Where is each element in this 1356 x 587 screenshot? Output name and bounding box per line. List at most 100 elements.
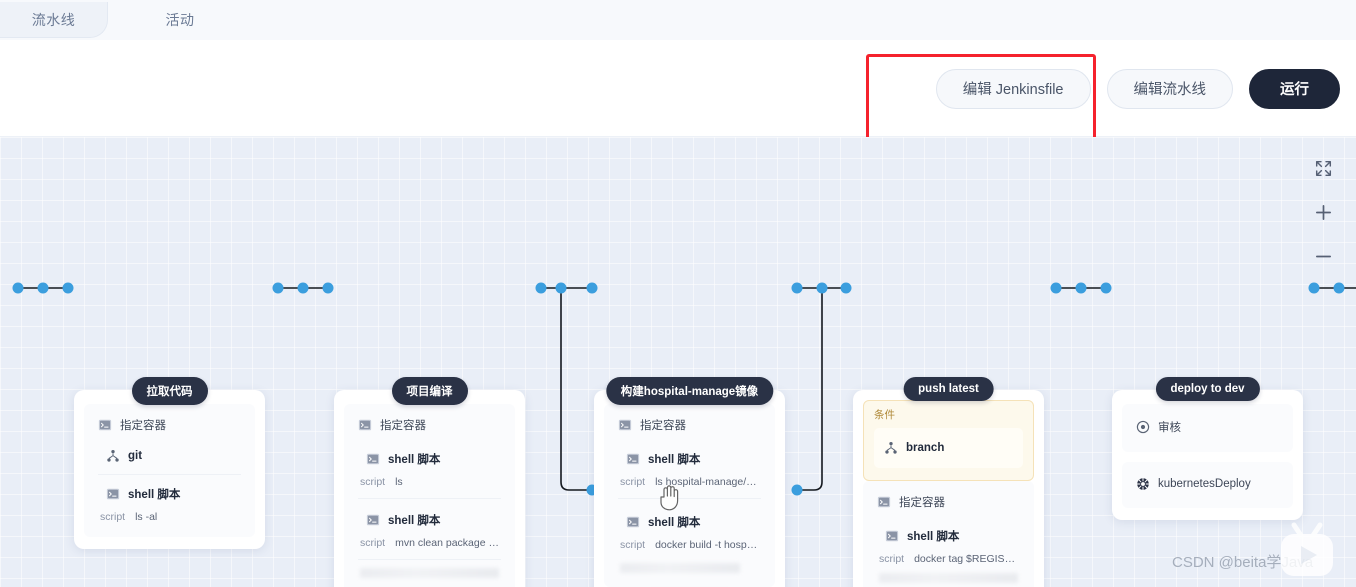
stage-pull-code[interactable]: 拉取代码 指定容器 [74,377,265,549]
divider [358,559,501,560]
watermark-logo-icon [1281,522,1333,576]
step-label: 指定容器 [380,420,426,432]
step-shell-script[interactable]: shell 脚本 [356,448,503,470]
edit-pipeline-label: 编辑流水线 [1133,82,1207,98]
script-key: script [360,537,386,549]
action-bar-buttons: 编辑 Jenkinsfile 编辑流水线 运行 [935,40,1340,137]
step-label: 指定容器 [640,420,686,432]
step-shell-script[interactable]: shell 脚本 [875,525,1022,547]
step-label: git [128,450,143,462]
stage-build-hospital-manage-image[interactable]: 构建hospital-manage镜像 指定容器 [594,377,785,587]
edit-pipeline-button[interactable]: 编辑流水线 [1106,68,1233,109]
zoom-out-icon[interactable] [1312,245,1334,267]
step-label: 指定容器 [120,420,166,432]
terminal-icon [366,514,380,526]
connector-entry [12,282,74,294]
step-shell-script[interactable]: shell 脚本 [356,509,503,531]
terminal-icon [366,453,380,465]
step-specify-container[interactable]: 指定容器 [616,414,763,436]
step-group: 审核 kubernetesDeploy [1122,462,1293,508]
step-label: 指定容器 [899,497,945,509]
divider [358,498,501,499]
step-git[interactable]: git [96,446,243,466]
step-label: branch [906,442,945,454]
canvas-zoom-controls [1312,157,1334,267]
git-icon [885,441,897,454]
connector-exit [1308,282,1356,294]
terminal-icon [626,453,640,465]
stage-deploy-to-dev[interactable]: deploy to dev 审核 [1112,377,1303,520]
grab-cursor-icon [660,485,679,511]
step-group: 指定容器 git [84,404,255,537]
step-label: shell 脚本 [648,454,701,466]
step-specify-container[interactable]: 指定容器 [96,414,243,436]
stage-card[interactable]: 指定容器 git [74,390,265,549]
tab-pipeline[interactable]: 流水线 [0,2,108,38]
step-group: 指定容器 shell 脚本 script docker tag $REGISTR… [863,481,1034,587]
step-shell-script[interactable]: shell 脚本 [96,483,243,505]
step-shell-script[interactable]: shell 脚本 [616,448,763,470]
script-value: mvn clean package -Dmav... [395,537,499,549]
redacted-text [620,563,740,573]
step-group: 指定容器 shell 脚本 script ls hospital-manage/… [604,404,775,587]
step-label: kubernetesDeploy [1158,478,1251,490]
divider [98,474,241,475]
stage-card[interactable]: 审核 审核 kubernetes [1112,390,1303,520]
edit-jenkinsfile-button[interactable]: 编辑 Jenkinsfile [935,68,1091,109]
redacted-text [879,573,1018,583]
script-key: script [360,476,386,488]
condition-group: 条件 branch [863,400,1034,481]
terminal-icon [618,419,632,431]
condition-title: 条件 [874,409,895,421]
stage-label: 构建hospital-manage镜像 [605,377,774,405]
stage-card[interactable]: 条件 branch [853,390,1044,587]
script-key: script [620,539,646,551]
stage-label: 拉取代码 [131,377,208,405]
script-row: script docker tag $REGISTRY/$D... [875,547,1022,567]
run-button[interactable]: 运行 [1249,68,1340,109]
stage-card[interactable]: 指定容器 shell 脚本 script ls [334,390,525,587]
script-row: script ls -al [96,505,243,525]
step-group: 指定容器 shell 脚本 script ls [344,404,515,587]
connector-stage4-stage5 [1050,282,1112,294]
stage-project-compile[interactable]: 项目编译 指定容器 [334,377,525,587]
terminal-icon [358,419,372,431]
terminal-icon [106,488,120,500]
step-kubernetes-deploy[interactable]: 审核 kubernetesDeploy [1134,474,1281,494]
step-label: shell 脚本 [388,515,441,527]
watermark-text: CSDN @beita学Java [1172,554,1314,571]
step-shell-script[interactable]: shell 脚本 [616,511,763,533]
stage-push-latest[interactable]: push latest 条件 branch [853,377,1044,587]
terminal-icon [885,530,899,542]
stage-card[interactable]: 指定容器 shell 脚本 script ls hospital-manage/… [594,390,785,587]
step-label: shell 脚本 [907,531,960,543]
pipeline-canvas[interactable]: 拉取代码 指定容器 [0,137,1356,587]
step-label: shell 脚本 [128,489,181,501]
terminal-icon [877,496,891,508]
condition-body[interactable]: branch [874,428,1023,468]
step-specify-container[interactable]: 指定容器 [356,414,503,436]
script-key: script [620,476,646,488]
zoom-in-icon[interactable] [1312,201,1334,223]
step-shell-script[interactable]: shell 脚本 [356,582,503,587]
connector-stage1-stage2 [272,282,334,294]
script-value: docker tag $REGISTRY/$D... [914,553,1018,565]
step-label: shell 脚本 [648,517,701,529]
terminal-icon [626,516,640,528]
step-review[interactable]: 审核 [1134,416,1281,438]
script-value: ls -al [135,511,158,523]
stage-label: 项目编译 [391,377,468,405]
script-value: ls [395,476,403,488]
action-bar: 编辑 Jenkinsfile 编辑流水线 运行 [0,40,1356,137]
tab-activity[interactable]: 活动 [130,2,230,38]
script-row: script mvn clean package -Dmav... [356,531,503,551]
git-icon [107,449,119,462]
script-key: script [100,511,126,523]
step-branch-condition[interactable]: branch [882,438,1015,458]
fullscreen-icon[interactable] [1312,157,1334,179]
script-row: script ls hospital-manage/target [616,470,763,490]
step-specify-container[interactable]: 指定容器 [875,491,1022,513]
review-icon [1136,420,1150,434]
kubernetes-icon [1136,477,1150,491]
